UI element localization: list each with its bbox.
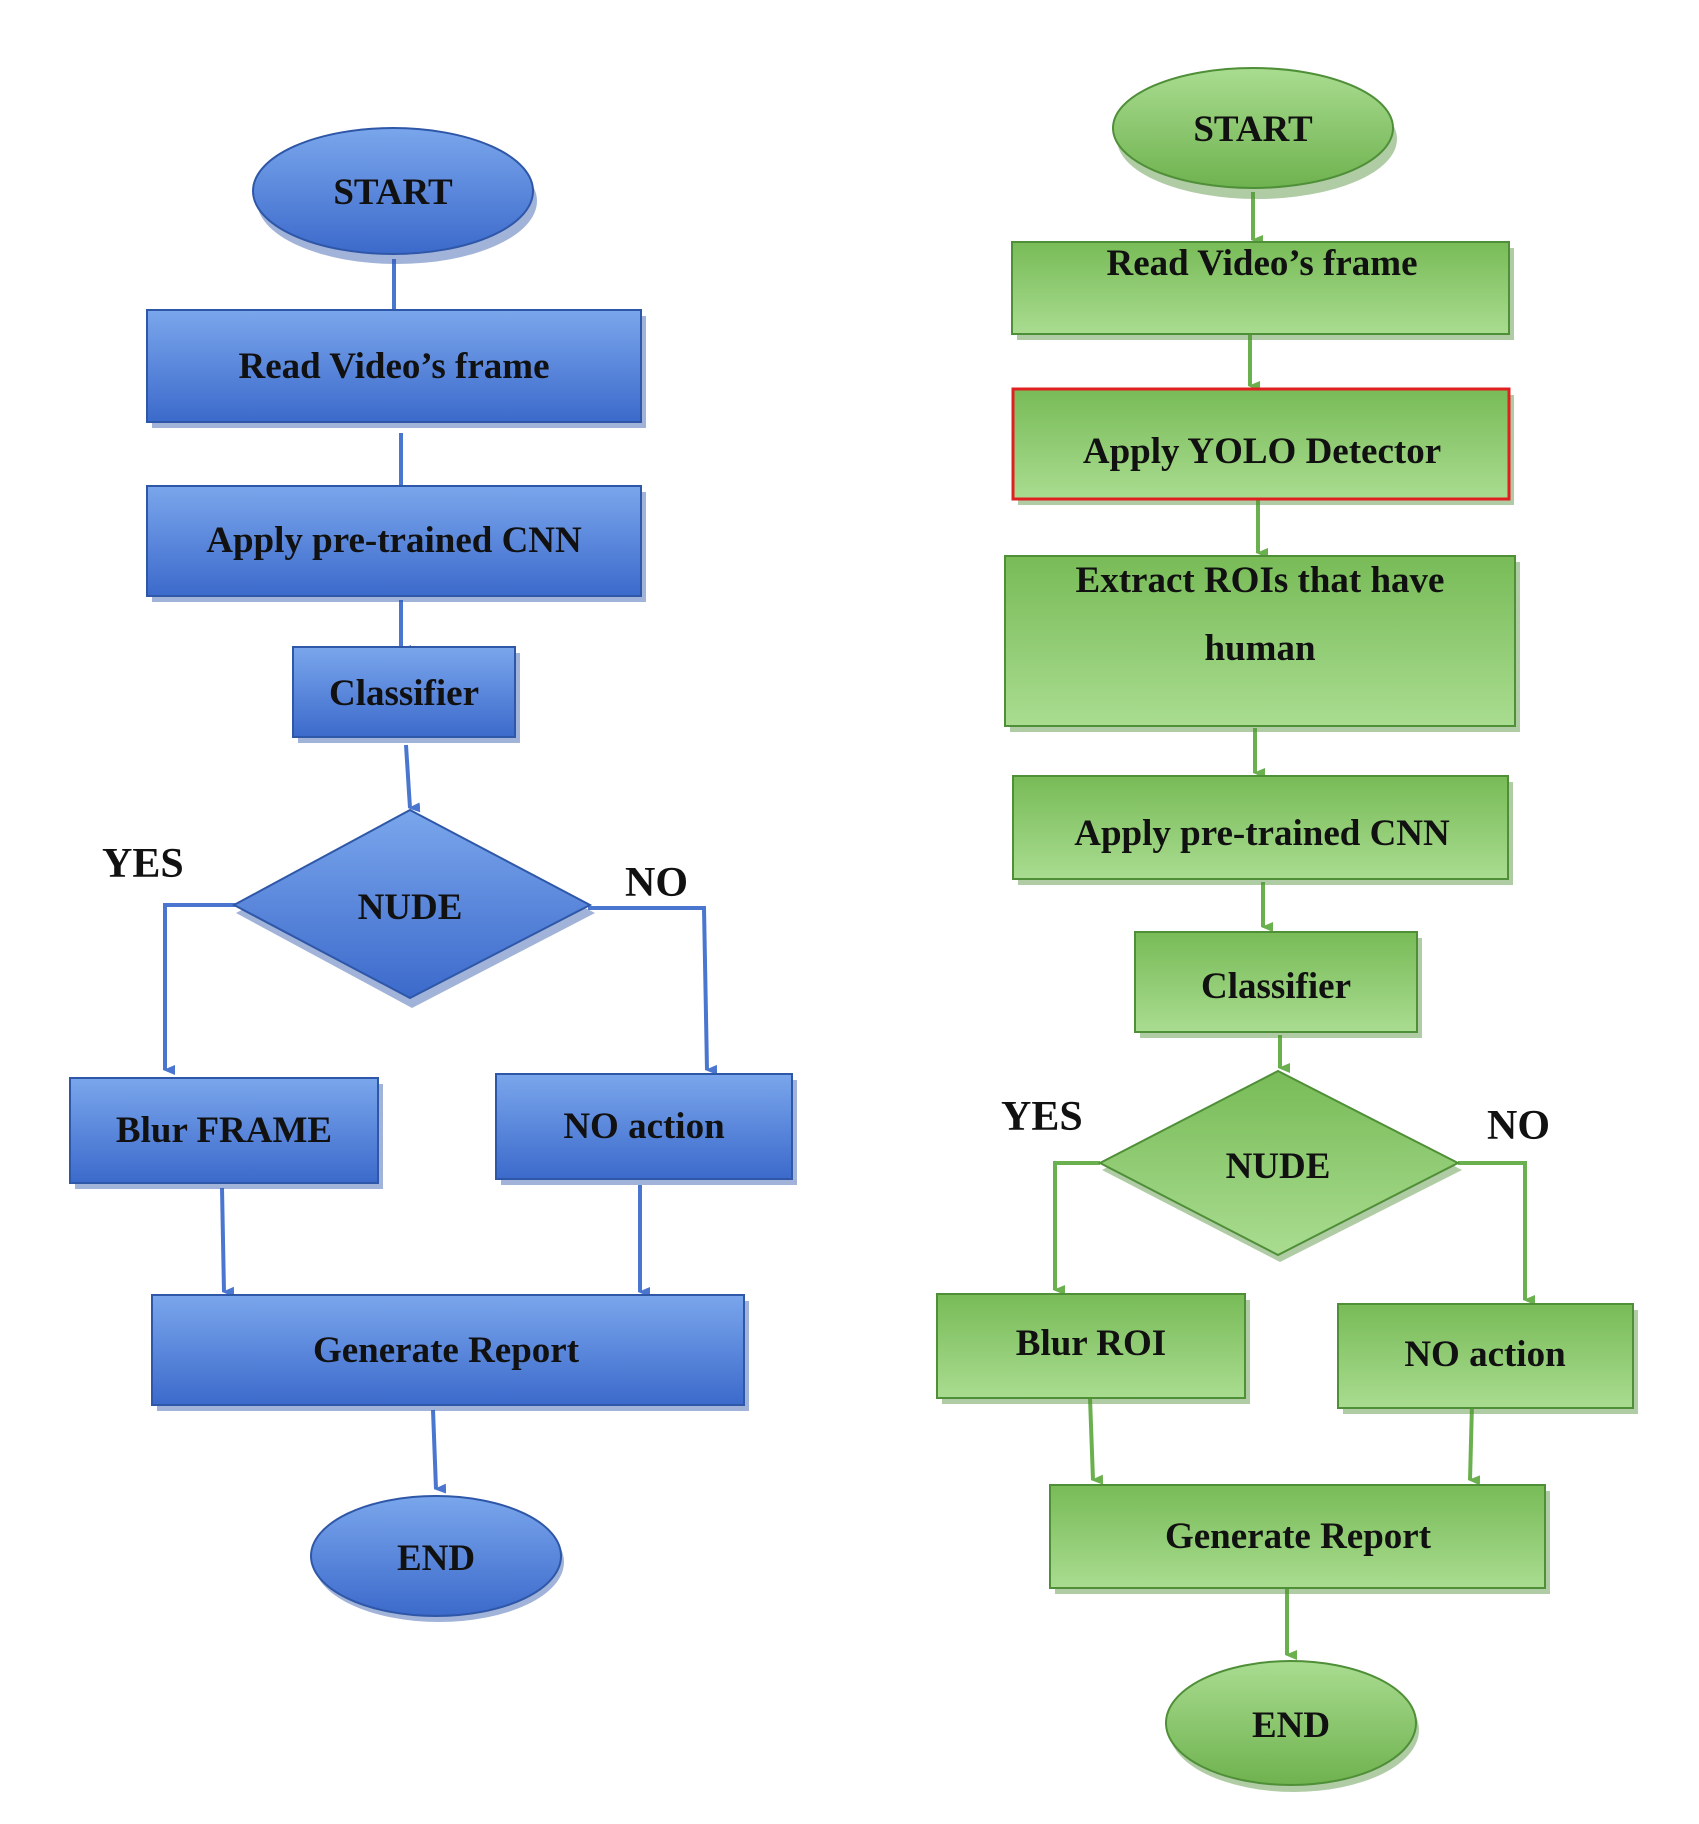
left-arrow-yes-branch <box>163 903 240 1075</box>
left-report-label: Generate Report <box>313 1330 580 1371</box>
right-start-label: START <box>1193 109 1313 150</box>
left-apply-cnn-node: Apply pre-trained CNN <box>146 485 646 602</box>
right-read-frame-node: Read Video’s frame <box>1011 241 1514 340</box>
right-flowchart: START Read Video’s frame Apply YOLO Dete… <box>936 67 1638 1792</box>
right-arrow-noaction-to-report <box>1468 1403 1481 1486</box>
left-start-label: START <box>333 172 453 213</box>
right-extract-label-line2: human <box>1204 628 1315 669</box>
right-read-frame-label: Read Video’s frame <box>1106 243 1417 284</box>
right-arrow-yes-branch <box>1053 1161 1100 1295</box>
right-decision-node: NUDE <box>1097 1069 1462 1262</box>
left-report-node: Generate Report <box>151 1294 749 1411</box>
left-no-action-node: NO action <box>495 1073 797 1185</box>
left-end-label: END <box>397 1538 475 1579</box>
right-yolo-label: Apply YOLO Detector <box>1083 431 1441 472</box>
left-read-frame-node: Read Video’s frame <box>146 309 646 428</box>
left-arrow-no-branch <box>588 906 718 1075</box>
left-apply-cnn-label: Apply pre-trained CNN <box>206 520 582 561</box>
right-arrow-no-branch <box>1458 1161 1535 1305</box>
left-decision-label: NUDE <box>358 887 463 928</box>
right-end-label: END <box>1252 1705 1330 1746</box>
right-connectors <box>1053 192 1535 1660</box>
right-report-label: Generate Report <box>1165 1516 1432 1557</box>
left-classifier-label: Classifier <box>329 673 479 714</box>
left-read-frame-label: Read Video’s frame <box>238 346 549 387</box>
right-classifier-node: Classifier <box>1134 931 1422 1038</box>
left-classifier-node: Classifier <box>292 646 520 743</box>
left-connectors <box>163 259 718 1494</box>
right-classifier-label: Classifier <box>1201 966 1351 1007</box>
left-no-action-label: NO action <box>563 1106 725 1147</box>
left-decision-node: NUDE <box>231 808 595 1008</box>
left-yes-label: YES <box>102 841 184 887</box>
left-arrow-classifier-to-decision <box>404 744 421 813</box>
left-arrow-blur-to-report <box>220 1187 235 1297</box>
left-blur-frame-node: Blur FRAME <box>69 1077 383 1189</box>
left-blur-frame-label: Blur FRAME <box>116 1110 332 1151</box>
left-start-node: START <box>252 127 537 264</box>
right-decision-label: NUDE <box>1226 1146 1331 1187</box>
right-start-node: START <box>1112 67 1397 199</box>
right-no-action-node: NO action <box>1337 1303 1638 1414</box>
right-blur-roi-node: Blur ROI <box>936 1293 1250 1404</box>
left-no-label: NO <box>625 860 688 906</box>
right-report-node: Generate Report <box>1049 1484 1550 1594</box>
left-flowchart: START Read Video’s frame Apply pre-train… <box>69 127 797 1622</box>
left-arrow-report-to-end <box>431 1409 447 1494</box>
right-no-label: NO <box>1487 1103 1550 1149</box>
right-no-action-label: NO action <box>1404 1334 1566 1375</box>
right-apply-cnn-label: Apply pre-trained CNN <box>1074 813 1450 854</box>
right-yolo-node: Apply YOLO Detector <box>1011 387 1514 505</box>
right-extract-node: Extract ROIs that have human <box>1004 555 1520 732</box>
right-blur-roi-label: Blur ROI <box>1016 1323 1166 1364</box>
left-end-node: END <box>310 1495 564 1622</box>
right-arrow-blur-to-report <box>1088 1397 1104 1485</box>
right-yes-label: YES <box>1001 1094 1083 1140</box>
right-apply-cnn-node: Apply pre-trained CNN <box>1012 775 1513 885</box>
right-extract-label-line1: Extract ROIs that have <box>1076 560 1445 601</box>
right-end-node: END <box>1165 1660 1419 1792</box>
